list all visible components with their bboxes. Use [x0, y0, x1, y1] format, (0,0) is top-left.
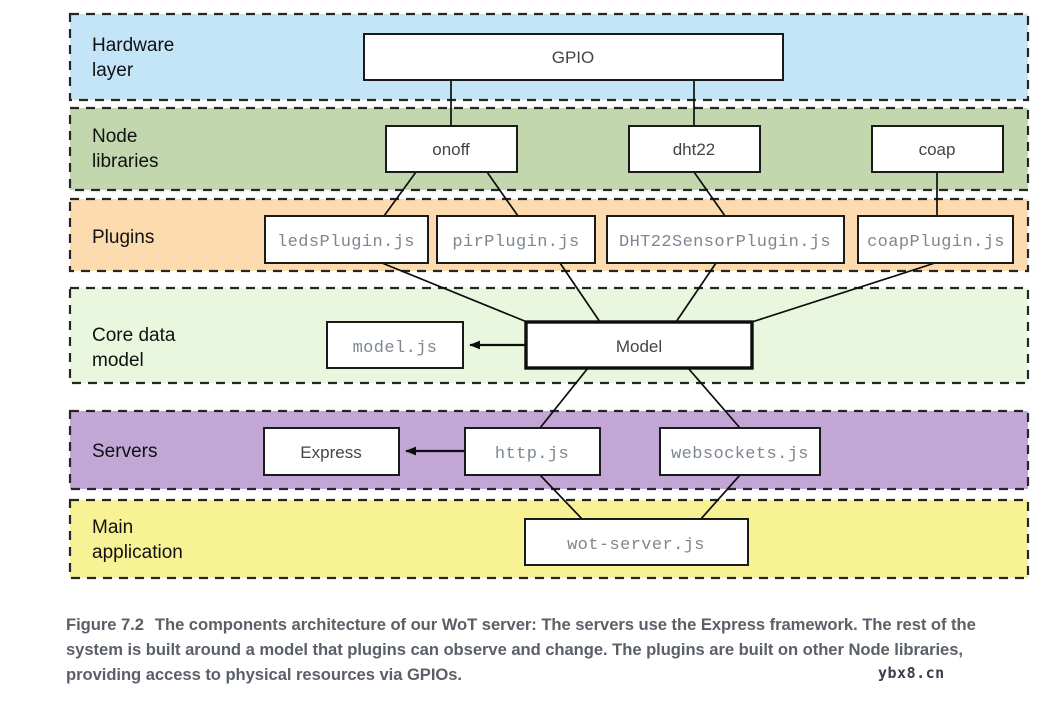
layer-label-node-libs-line1: Node [92, 126, 137, 147]
node-dht22-label: dht22 [673, 140, 716, 159]
layer-label-node-libs-line2: libraries [92, 151, 159, 172]
node-model-js-box[interactable] [326, 321, 464, 369]
node-pir-plugin-label: pirPlugin.js [452, 233, 579, 252]
node-model-js-label: model.js [353, 339, 438, 358]
node-model-js[interactable]: model.js [326, 321, 464, 369]
edge-pirplugin-model [559, 262, 601, 323]
layer-labels: Hardware layer Node libraries Plugins Co… [92, 35, 183, 563]
node-coap-plugin-label: coapPlugin.js [867, 233, 1005, 252]
node-onoff-box[interactable] [385, 125, 518, 173]
node-http-js-label: http.js [495, 445, 569, 464]
edge-onoff-pirplugin [486, 171, 519, 217]
node-pir-plugin-box[interactable] [436, 215, 596, 264]
layer-label-core-model-line2: model [92, 350, 144, 371]
layer-band-node-libs [68, 106, 1030, 192]
architecture-diagram: Hardware layer Node libraries Plugins Co… [68, 12, 1030, 580]
node-gpio-box[interactable] [363, 33, 784, 81]
layer-label-servers: Servers [92, 441, 157, 462]
node-model-box[interactable] [524, 320, 754, 370]
layer-label-hardware-line2: layer [92, 60, 134, 81]
node-coap-plugin-box[interactable] [857, 215, 1014, 264]
node-websockets-js-box[interactable] [659, 427, 821, 476]
node-dht22-plugin[interactable]: DHT22SensorPlugin.js [606, 215, 845, 264]
edge-websocketsjs-wotserver [699, 474, 741, 521]
node-http-js[interactable]: http.js [464, 427, 601, 476]
layer-label-hardware-line1: Hardware [92, 35, 174, 56]
edge-ledsplugin-model [381, 262, 528, 323]
figure-caption-text: The components architecture of our WoT s… [66, 615, 976, 684]
node-dht22-box[interactable] [628, 125, 761, 173]
edge-dht22-dht22plugin [693, 171, 726, 217]
node-wot-server-js-box[interactable] [524, 518, 749, 566]
edge-model-httpjs [539, 367, 589, 429]
figure-number: Figure 7.2 [66, 615, 144, 634]
node-coap-plugin[interactable]: coapPlugin.js [857, 215, 1014, 264]
node-websockets-js[interactable]: websockets.js [659, 427, 821, 476]
node-coap-box[interactable] [871, 125, 1004, 173]
node-express-box[interactable] [263, 427, 400, 476]
node-websockets-js-label: websockets.js [671, 445, 809, 464]
connector-edges [381, 80, 938, 521]
node-express-label: Express [300, 443, 361, 462]
node-dht22[interactable]: dht22 [628, 125, 761, 173]
node-http-js-box[interactable] [464, 427, 601, 476]
edge-coapplugin-model [751, 262, 936, 323]
layer-bands [68, 12, 1030, 580]
edge-dht22plugin-model [675, 262, 717, 323]
node-dht22-plugin-box[interactable] [606, 215, 845, 264]
layer-label-core-model-line1: Core data [92, 325, 176, 346]
layer-label-plugins: Plugins [92, 227, 154, 248]
node-wot-server-js[interactable]: wot-server.js [524, 518, 749, 566]
node-leds-plugin-box[interactable] [264, 215, 429, 264]
node-dht22-plugin-label: DHT22SensorPlugin.js [619, 233, 831, 252]
layer-label-main-app-line1: Main [92, 517, 133, 538]
node-gpio-label: GPIO [552, 48, 595, 67]
node-wot-server-js-label: wot-server.js [567, 536, 705, 555]
node-model-label: Model [616, 337, 662, 356]
nodes: GPIO onoff dht22 coap ledsPlugin.js pirP [263, 33, 1014, 566]
node-coap-label: coap [919, 140, 956, 159]
watermark: ybx8.cn [878, 664, 945, 682]
edge-httpjs-wotserver [539, 474, 584, 521]
edge-model-websocketsjs [687, 367, 741, 429]
node-pir-plugin[interactable]: pirPlugin.js [436, 215, 596, 264]
layer-label-main-app-line2: application [92, 542, 183, 563]
node-leds-plugin[interactable]: ledsPlugin.js [264, 215, 429, 264]
node-onoff[interactable]: onoff [385, 125, 518, 173]
edge-onoff-ledsplugin [383, 171, 417, 217]
node-coap[interactable]: coap [871, 125, 1004, 173]
node-leds-plugin-label: ledsPlugin.js [277, 233, 415, 252]
node-gpio[interactable]: GPIO [363, 33, 784, 81]
node-onoff-label: onoff [432, 140, 470, 159]
node-model[interactable]: Model [524, 320, 754, 370]
node-express[interactable]: Express [263, 427, 400, 476]
